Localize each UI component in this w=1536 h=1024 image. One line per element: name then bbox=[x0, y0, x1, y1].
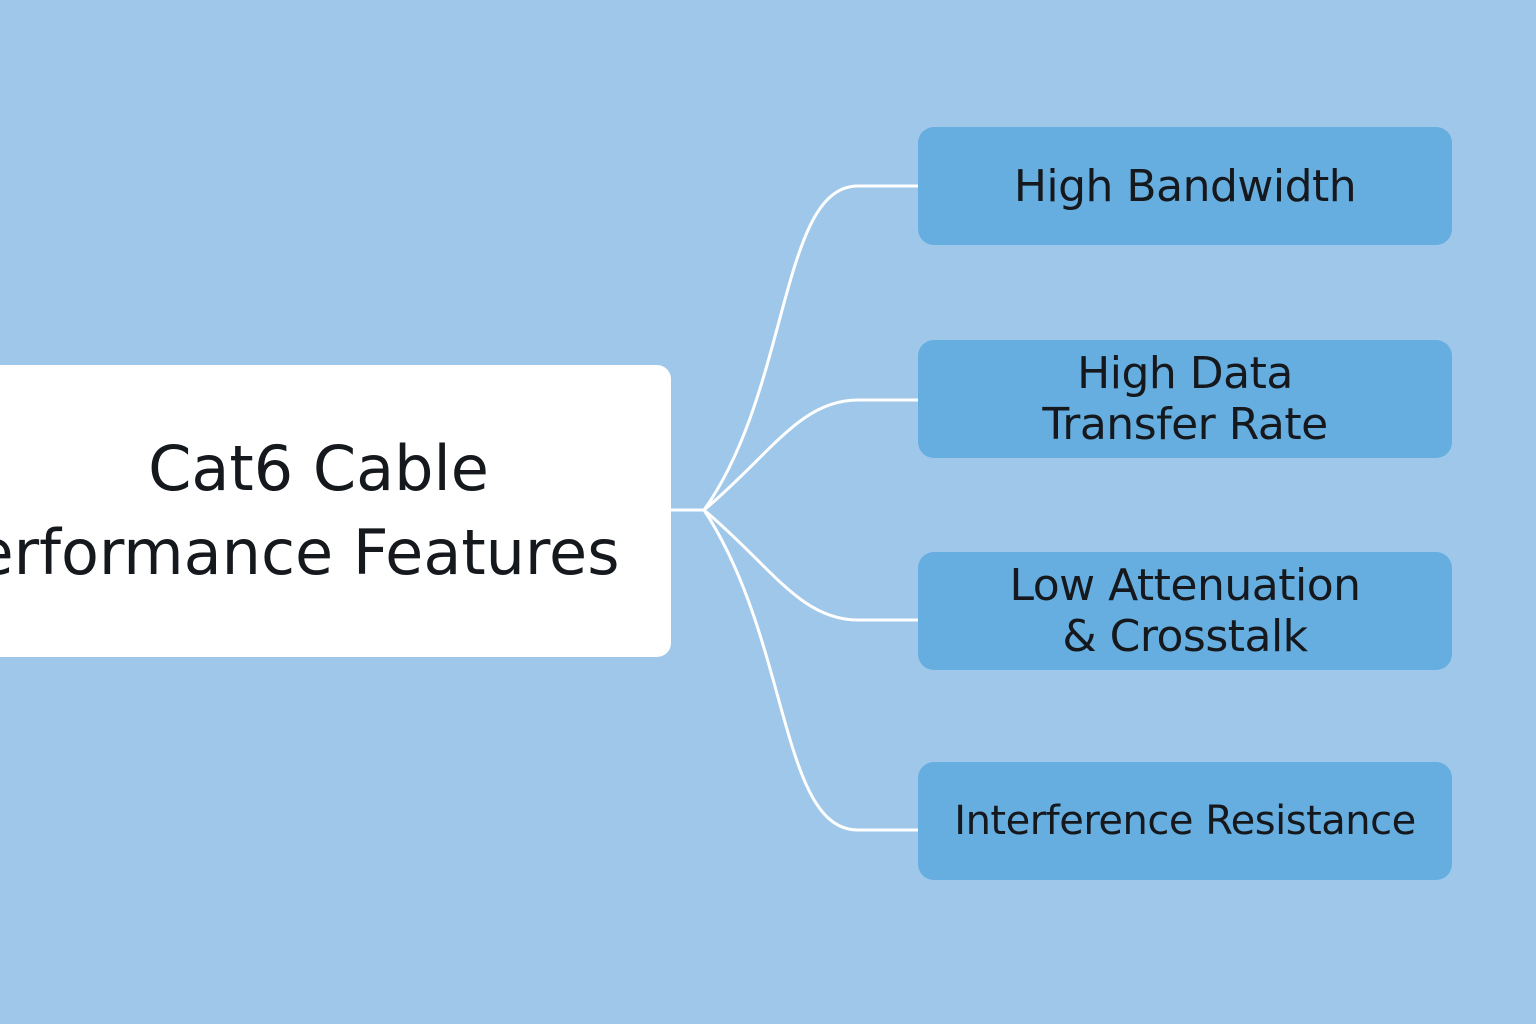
feature-label-line: High Bandwidth bbox=[1013, 160, 1357, 212]
connector-interference-resistance bbox=[702, 509, 918, 832]
root-title: Cat6 Cable erformance Features bbox=[0, 427, 620, 595]
root-title-line-1: Cat6 Cable bbox=[148, 432, 489, 505]
feature-label: Interference Resistance bbox=[954, 796, 1416, 847]
root-node: Cat6 Cable erformance Features bbox=[0, 365, 671, 657]
feature-label-line: & Crosstalk bbox=[1062, 611, 1308, 662]
connector-high-data-transfer-rate bbox=[703, 398, 918, 512]
connector-low-attenuation-crosstalk bbox=[703, 508, 918, 622]
feature-node-interference-resistance: Interference Resistance bbox=[918, 762, 1452, 880]
feature-label-line: High Data bbox=[1077, 348, 1293, 399]
feature-label-line: Low Attenuation bbox=[1009, 560, 1361, 611]
feature-label: High Bandwidth bbox=[1013, 160, 1357, 212]
feature-node-low-attenuation-crosstalk: Low Attenuation & Crosstalk bbox=[918, 552, 1452, 670]
feature-label: High Data Transfer Rate bbox=[1042, 348, 1328, 450]
root-title-line-2: erformance Features bbox=[0, 516, 620, 589]
feature-node-high-data-transfer-rate: High Data Transfer Rate bbox=[918, 340, 1452, 458]
feature-node-high-bandwidth: High Bandwidth bbox=[918, 127, 1452, 245]
feature-label-line: Interference Resistance bbox=[954, 797, 1416, 844]
feature-label-line: Transfer Rate bbox=[1042, 399, 1328, 450]
feature-label: Low Attenuation & Crosstalk bbox=[1009, 560, 1361, 662]
connector-high-bandwidth bbox=[702, 184, 918, 511]
